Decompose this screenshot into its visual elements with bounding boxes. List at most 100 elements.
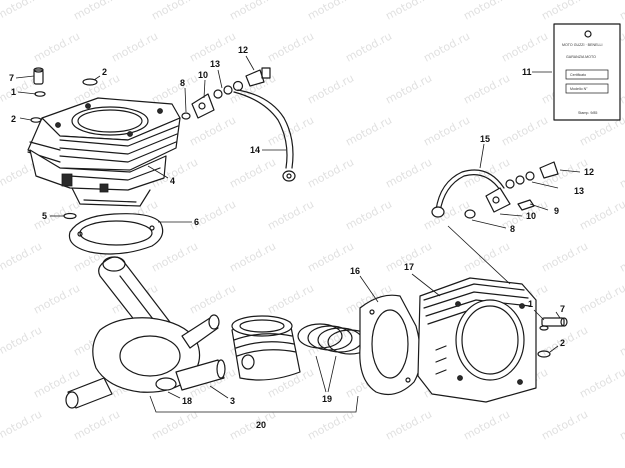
piston xyxy=(231,315,301,381)
callout-10-top: 10 xyxy=(198,70,208,80)
base-gasket-6 xyxy=(68,213,164,255)
watermark-text: motod.ru xyxy=(461,0,512,23)
watermark-text: motod.ru xyxy=(343,29,394,64)
watermark-text: motod.ru xyxy=(0,0,44,23)
watermark-text: motod.ru xyxy=(149,71,200,106)
dowel-pins-right xyxy=(537,317,568,358)
watermark-text: motod.ru xyxy=(343,197,394,232)
watermark-text: motod.ru xyxy=(617,239,625,274)
callout-12-top: 12 xyxy=(238,45,248,55)
watermark-text: motod.ru xyxy=(0,239,44,274)
cylinder-block-left xyxy=(27,97,181,207)
watermark-text: motod.ru xyxy=(617,0,625,23)
watermark-text: motod.ru xyxy=(383,155,434,190)
watermark-text: motod.ru xyxy=(421,113,472,148)
watermark-text: motod.ru xyxy=(461,239,512,274)
callout-20: 20 xyxy=(256,420,266,430)
watermark-text: motod.ru xyxy=(383,71,434,106)
callout-15: 15 xyxy=(480,134,490,144)
callout-13-top: 13 xyxy=(210,59,220,69)
callout-7-left: 7 xyxy=(9,73,14,83)
oil-line-assembly-right xyxy=(431,161,559,219)
watermark-text: motod.ru xyxy=(461,71,512,106)
watermark-text: motod.ru xyxy=(305,239,356,274)
watermark-text: motod.ru xyxy=(187,113,238,148)
watermark-text: motod.ru xyxy=(187,197,238,232)
watermark-text: motod.ru xyxy=(577,197,625,232)
watermark-text: motod.ru xyxy=(265,281,316,316)
callout-14: 14 xyxy=(250,145,260,155)
watermark-text: motod.ru xyxy=(71,0,122,23)
callout-2-left: 2 xyxy=(11,114,16,124)
watermark-text: motod.ru xyxy=(265,197,316,232)
watermark-text: motod.ru xyxy=(149,407,200,442)
watermark-text: motod.ru xyxy=(0,323,44,358)
callout-8-right: 8 xyxy=(510,224,515,234)
watermark-text: motod.ru xyxy=(539,407,590,442)
callout-10-right: 10 xyxy=(526,211,536,221)
callout-8-top: 8 xyxy=(180,78,185,88)
watermark-text: motod.ru xyxy=(539,239,590,274)
callout-1-left: 1 xyxy=(11,87,16,97)
watermark-text: motod.ru xyxy=(305,71,356,106)
watermark-text: motod.ru xyxy=(227,0,278,23)
watermark-text: motod.ru xyxy=(383,407,434,442)
callout-2-right: 2 xyxy=(560,338,565,348)
callout-16: 16 xyxy=(350,266,360,276)
cylinder-block-right xyxy=(417,277,537,403)
callout-18: 18 xyxy=(182,396,192,406)
card-footer: Stamp. 9/85 xyxy=(578,111,597,115)
watermark-text: motod.ru xyxy=(421,29,472,64)
card-box2: Modello N° xyxy=(570,87,588,91)
leader-lines xyxy=(15,55,581,413)
oil-line-assembly-top xyxy=(181,67,296,182)
watermark-text: motod.ru xyxy=(577,281,625,316)
callout-9: 9 xyxy=(554,206,559,216)
watermark-text: motod.ru xyxy=(539,0,590,23)
callout-7-right: 7 xyxy=(560,304,565,314)
owner-card-11: MOTO GUZZI · BENELLI GARANZIA MOTO Certi… xyxy=(553,23,621,121)
callout-6: 6 xyxy=(194,217,199,227)
watermark-text: motod.ru xyxy=(265,29,316,64)
callout-2-top: 2 xyxy=(102,67,107,77)
watermark-text: motod.ru xyxy=(577,365,625,400)
watermark-text: motod.ru xyxy=(71,407,122,442)
callout-11: 11 xyxy=(522,67,532,77)
watermark-text: motod.ru xyxy=(421,197,472,232)
card-line2: GARANZIA MOTO xyxy=(566,55,596,59)
watermark-text: motod.ru xyxy=(227,239,278,274)
card-box1: Certificato xyxy=(570,73,586,77)
watermark-text: motod.ru xyxy=(461,407,512,442)
callout-17: 17 xyxy=(404,262,414,272)
card-line1: MOTO GUZZI · BENELLI xyxy=(562,43,602,47)
watermark-text: motod.ru xyxy=(227,155,278,190)
watermark-text: motod.ru xyxy=(617,407,625,442)
callout-19: 19 xyxy=(322,394,332,404)
dowel-pins-top-left xyxy=(30,67,98,123)
watermark-text: motod.ru xyxy=(383,0,434,23)
crankshaft-connecting-rod xyxy=(65,256,226,409)
callout-4: 4 xyxy=(170,176,175,186)
callouts: 7 1 2 2 4 5 6 8 10 13 12 14 11 15 12 13 … xyxy=(9,45,594,430)
callout-5: 5 xyxy=(42,211,47,221)
watermark-text: motod.ru xyxy=(227,407,278,442)
watermark-text: motod.ru xyxy=(109,29,160,64)
watermark-text: motod.ru xyxy=(305,155,356,190)
watermark-text: motod.ru xyxy=(265,113,316,148)
callout-12-right: 12 xyxy=(584,167,594,177)
watermark-text: motod.ru xyxy=(149,0,200,23)
watermark-text: motod.ru xyxy=(149,239,200,274)
watermark-text: motod.ru xyxy=(499,113,550,148)
watermark-text: motod.ru xyxy=(617,323,625,358)
head-gasket-16 xyxy=(359,294,422,395)
watermark-text: motod.ru xyxy=(31,281,82,316)
watermark-text: motod.ru xyxy=(0,407,44,442)
watermark-text: motod.ru xyxy=(305,0,356,23)
callout-1-right: 1 xyxy=(528,299,533,309)
watermark-text: motod.ru xyxy=(499,29,550,64)
watermark-text: motod.ru xyxy=(305,407,356,442)
watermark-text: motod.ru xyxy=(31,29,82,64)
watermark-text: motod.ru xyxy=(617,155,625,190)
callout-13-right: 13 xyxy=(574,186,584,196)
